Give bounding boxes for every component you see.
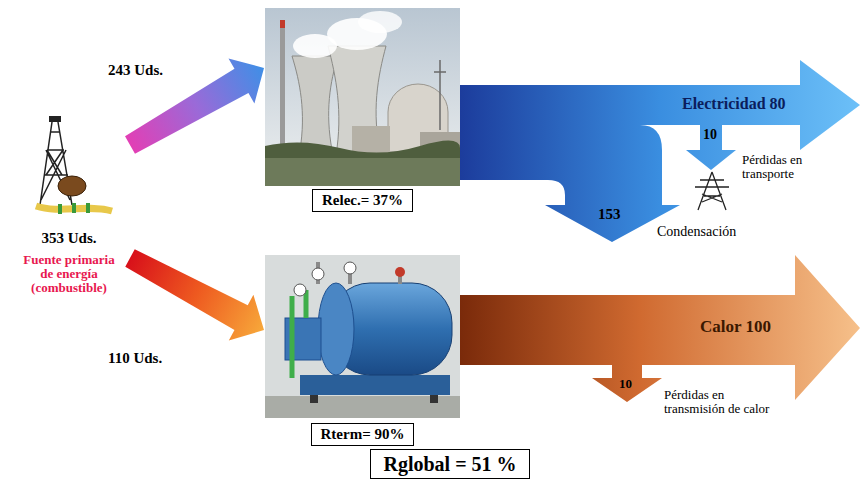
condensation-caption: Condensación <box>657 224 736 239</box>
floor <box>265 396 460 418</box>
flow-amount: 110 Uds. <box>108 350 162 367</box>
valve-wheel <box>395 267 405 277</box>
energy-source: 353 Uds. Fuente primaria de energía (comb… <box>10 118 128 295</box>
gauge <box>294 284 306 296</box>
heat-label: Calor 100 <box>700 318 771 337</box>
electricity-label: Electricidad 80 <box>682 95 786 113</box>
loss-number: 10 <box>619 377 632 391</box>
steam <box>358 11 402 33</box>
global-efficiency-box: Rglobal = 51 % <box>370 449 529 479</box>
boiler-photo <box>265 255 460 418</box>
green-pipe <box>292 290 306 378</box>
boiler-front <box>318 283 354 375</box>
boiler-foot <box>310 395 318 403</box>
fuel-amount: 353 Uds. <box>10 230 128 247</box>
steel-pipe <box>318 262 400 284</box>
boiler-base <box>300 375 450 395</box>
gauge <box>344 262 356 274</box>
pipe-band <box>86 203 90 213</box>
flow-amount: 243 Uds. <box>108 62 163 79</box>
global-efficiency-label: Rglobal = 51 % <box>383 453 516 475</box>
loss-number: 10 <box>703 127 717 142</box>
power-plant: Relec.= 37% <box>265 8 460 212</box>
loss-caption: Pérdidas en transporte <box>742 153 830 182</box>
photo-background <box>265 255 460 418</box>
source-caption: Fuente primaria de energía (combustible) <box>19 253 119 296</box>
trees <box>265 140 460 160</box>
chimney <box>280 20 285 150</box>
gauge <box>312 268 324 280</box>
power-plant-photo <box>265 8 460 186</box>
electricity-flow-arrow <box>460 60 860 242</box>
boiler: Rterm= 90% <box>265 255 460 446</box>
cooling-tower <box>292 56 338 150</box>
oil-pump <box>58 176 86 196</box>
pipe-band <box>72 203 76 213</box>
flow-arrow <box>125 249 264 340</box>
sky <box>265 8 460 186</box>
pylon <box>434 60 446 130</box>
oil-derrick-icon <box>36 116 112 214</box>
pipe-band <box>58 204 62 214</box>
boiler-foot <box>430 395 438 403</box>
efficiency-label: Rterm= 90% <box>311 423 415 446</box>
transmission-tower-icon <box>695 172 729 210</box>
ground <box>265 158 460 186</box>
derrick-crown <box>49 116 61 122</box>
condensation-number: 153 <box>598 206 621 223</box>
chimney-band <box>280 20 285 28</box>
loss-caption: Pérdidas en transmisión de calor <box>664 388 782 417</box>
building <box>352 126 390 154</box>
heat-flow-arrow <box>460 255 860 402</box>
efficiency-label: Relec.= 37% <box>312 189 413 212</box>
